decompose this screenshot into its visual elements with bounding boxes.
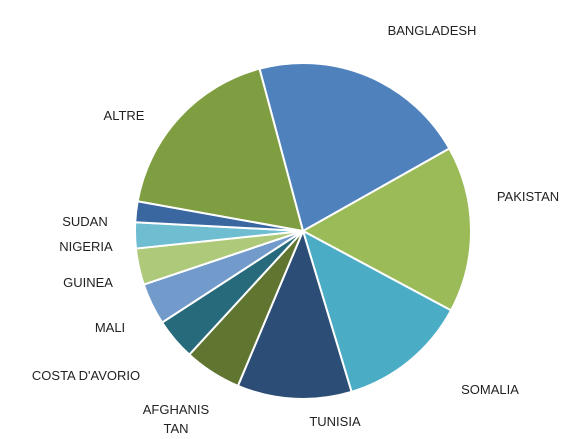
pie-label-bangladesh: BANGLADESH bbox=[388, 23, 477, 38]
pie-label-guinea: GUINEA bbox=[63, 275, 113, 290]
pie-slice-tunisia bbox=[236, 230, 353, 400]
pie-label-pakistan: PAKISTAN bbox=[497, 189, 559, 204]
pie-slice-pakistan bbox=[302, 147, 472, 312]
pie-slice-bangladesh bbox=[258, 62, 451, 232]
pie-labels: BANGLADESH PAKISTAN SOMALIA TUNISIA AFGHANIS… bbox=[32, 23, 559, 436]
pie-label-altre: ALTRE bbox=[104, 108, 145, 123]
pie-label-somalia: SOMALIA bbox=[461, 382, 519, 397]
pie-label-costa-d-avorio: COSTA D'AVORIO bbox=[32, 368, 140, 383]
pie-label-tunisia: TUNISIA bbox=[309, 414, 361, 429]
pie-slices bbox=[134, 62, 472, 400]
pie-label-mali: MALI bbox=[95, 320, 125, 335]
pie-label-nigeria: NIGERIA bbox=[59, 239, 113, 254]
pie-slice-altre bbox=[136, 67, 304, 232]
pie-label-sudan: SUDAN bbox=[62, 214, 108, 229]
